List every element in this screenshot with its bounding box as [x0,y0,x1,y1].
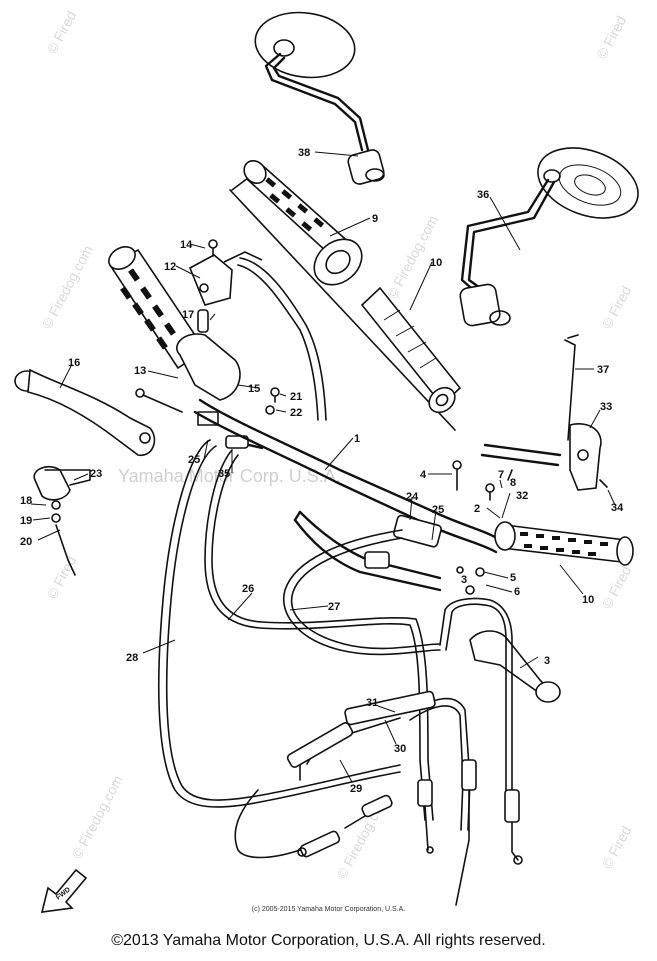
grip-11 [360,286,462,414]
callout-27: 27 [328,601,340,613]
callout-34: 34 [611,502,624,514]
cables [157,257,523,906]
callout-21: 21 [290,391,302,403]
handlebar [193,398,502,592]
callout-5: 5 [510,572,516,584]
site-watermark-right: © Fired [599,283,635,331]
callout-2: 2 [474,503,480,515]
callout-6: 6 [514,586,520,598]
brand-watermark: Yamaha Motor Corp. U.S.A. [118,466,341,486]
site-watermark-topleft: © Fired [44,8,80,56]
footer-copyright: ©2013 Yamaha Motor Corporation, U.S.A. A… [111,932,546,949]
grip-10 [243,159,363,286]
callout-32: 32 [516,490,528,502]
grip-right [494,521,634,566]
callout-19: 19 [20,515,32,527]
callout-24: 24 [406,491,419,503]
site-watermark-bottomleft: © Firedog.com [69,773,126,862]
lever-right [469,630,561,703]
lever-holder-right [480,334,608,491]
callout-18: 18 [20,495,32,507]
callout-23: 23 [90,468,102,480]
callout-37: 37 [597,364,609,376]
site-watermark-left: © Firedog.com [39,243,96,332]
lever-left [14,368,156,456]
callout-26: 26 [242,583,254,595]
site-watermark-midleft: © Fired [44,553,80,601]
callout-14: 14 [180,239,193,251]
callout-29: 29 [350,783,362,795]
callout-11: 10 [430,257,442,269]
inner-copyright: (c) 2005-2015 Yamaha Motor Corporation, … [251,906,406,913]
mirror-left [254,11,385,185]
hardware-small [135,239,513,595]
callout-13: 13 [134,365,146,377]
mirror-right [459,147,639,327]
callout-labels: 38 9 10 36 37 33 34 14 12 17 13 15 21 22… [20,147,624,795]
callout-25a: 25 [188,454,200,466]
site-watermark-midright: © Fired [599,563,635,611]
callout-3b: 3 [544,655,550,667]
callout-33: 33 [600,401,612,413]
switch-group [33,465,91,576]
callout-16: 16 [68,357,80,369]
callout-9: 10 [582,594,594,606]
callout-22: 22 [290,407,302,419]
callout-38: 38 [298,147,310,159]
callout-28: 28 [126,652,138,664]
callout-20: 20 [20,536,32,548]
callout-30: 30 [394,743,406,755]
callout-4: 4 [420,469,427,481]
leader-lines [30,151,616,783]
callout-31: 31 [366,697,378,709]
callout-3a: 3 [461,574,467,586]
callout-17: 17 [182,309,194,321]
callout-7: 7 [498,469,504,481]
throttle-housing [176,251,264,450]
callout-8: 8 [510,477,516,489]
callout-12: 12 [164,261,176,273]
site-watermark-topright: © Fired [594,13,630,61]
callout-36: 36 [477,189,489,201]
callout-15: 15 [248,383,260,395]
callout-1: 1 [354,433,360,445]
callout-10: 9 [372,213,378,225]
fwd-arrow-icon: FWD [40,868,88,913]
callout-35: 35 [218,468,230,480]
site-watermark-bottomright: © Fired [599,823,635,871]
callout-25b: 25 [432,504,444,516]
